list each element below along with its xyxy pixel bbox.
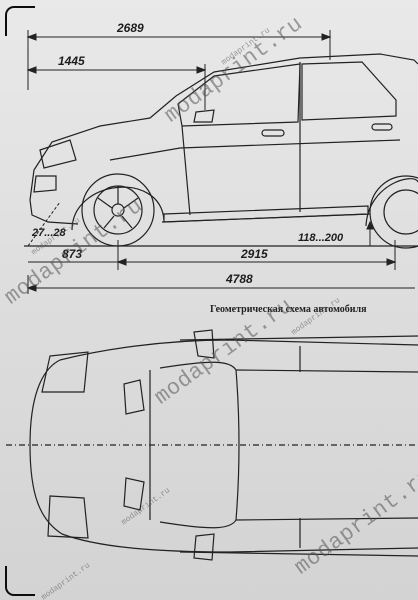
- binder-corner-bottom-left: [5, 566, 35, 596]
- diagram-caption: Геометрическая схема автомобиля: [210, 304, 367, 315]
- dim-label-approach-angle: 27...28: [32, 227, 66, 239]
- dim-label-1445: 1445: [58, 54, 85, 68]
- binder-corner-top-left: [5, 6, 35, 36]
- dim-label-overall-length: 4788: [226, 272, 253, 286]
- car-top-view: [6, 329, 418, 561]
- car-side-view: [29, 53, 418, 249]
- dim-label-ground-clearance: 118...200: [298, 232, 344, 244]
- dim-label-wheelbase: 2915: [241, 247, 268, 261]
- dim-label-overall-height: 2689: [117, 21, 144, 35]
- dim-label-front-overhang: 873: [62, 247, 83, 261]
